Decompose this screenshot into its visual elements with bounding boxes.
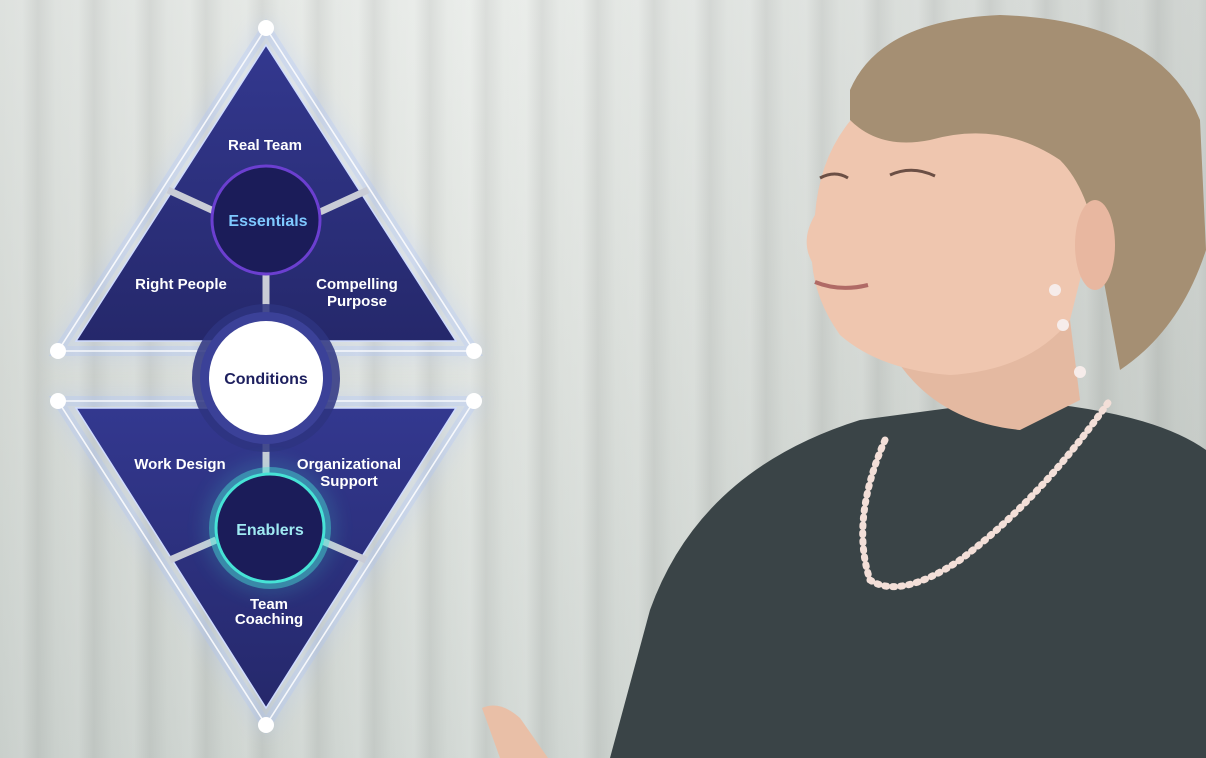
- label-purpose: Purpose: [327, 293, 387, 310]
- pearl-earring: [1057, 319, 1069, 331]
- label-work-design: Work Design: [134, 456, 225, 473]
- essentials-hub-ring: [210, 164, 322, 276]
- vertex-node: [466, 393, 482, 409]
- enablers-hub-ring: [214, 472, 326, 584]
- speaker-eye: [889, 168, 936, 178]
- speaker-mouth: [814, 280, 869, 290]
- pearl-necklace: [859, 396, 1114, 591]
- top-spoke-right: [318, 186, 370, 216]
- bottom-spoke-left: [168, 536, 218, 564]
- speaker-hand: [482, 705, 548, 758]
- enablers-hub-glow: [209, 467, 331, 589]
- speaker-ear: [1075, 200, 1115, 290]
- speaker-shirt: [610, 400, 1206, 758]
- vertex-node: [258, 717, 274, 733]
- label-compelling: Compelling: [316, 276, 398, 293]
- pearl-earring: [1049, 284, 1061, 296]
- label-support: Support: [320, 473, 378, 490]
- vertex-node: [50, 393, 66, 409]
- top-spoke-left: [166, 186, 218, 216]
- speaker-face: [806, 78, 1100, 375]
- conditions-hub-label: Conditions: [224, 371, 308, 388]
- pearl-earring: [1074, 366, 1086, 378]
- label-real-team: Real Team: [228, 137, 302, 154]
- conditions-hub: [209, 321, 323, 435]
- label-team: Team: [250, 596, 288, 613]
- vertex-node: [50, 343, 66, 359]
- label-right-people: Right People: [135, 276, 227, 293]
- label-organizational: Organizational: [297, 456, 401, 473]
- essentials-hub-label: Essentials: [228, 213, 307, 230]
- label-coaching: Coaching: [235, 611, 303, 628]
- vertex-node: [466, 343, 482, 359]
- enablers-hub-label: Enablers: [236, 522, 304, 539]
- speaker-hair: [850, 15, 1206, 370]
- vertex-node: [258, 20, 274, 36]
- speaker-eye: [819, 172, 849, 180]
